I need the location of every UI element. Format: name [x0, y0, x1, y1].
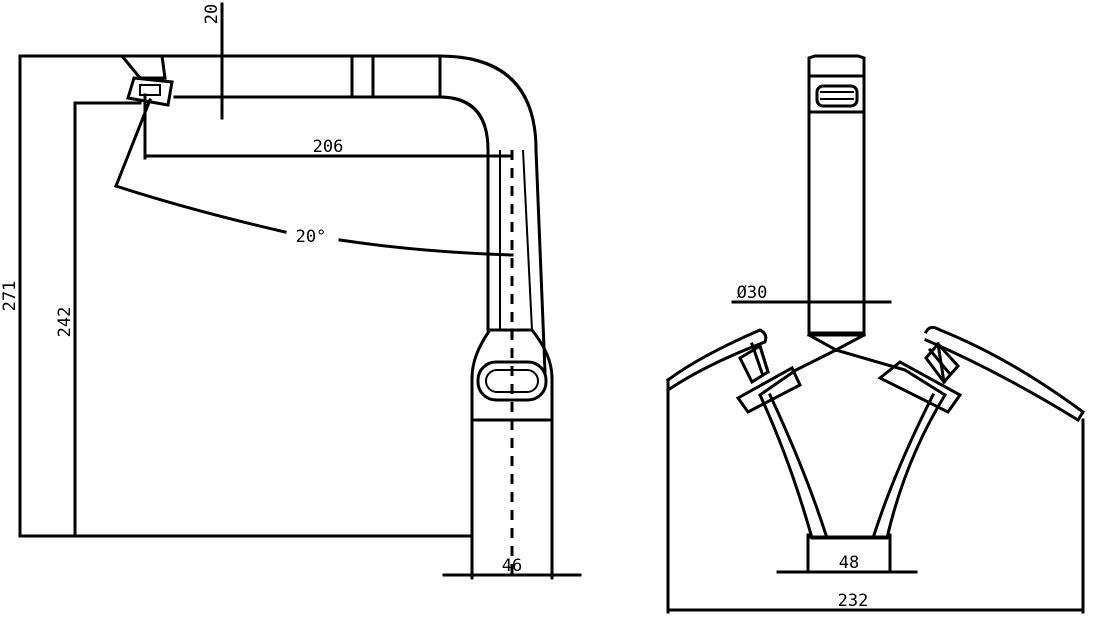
front-body: 48	[758, 332, 948, 574]
spout-thickness-dimension: 20	[202, 2, 224, 120]
spout-diameter-label: Ø30	[737, 283, 768, 303]
overall-width-label: 232	[838, 591, 869, 611]
side-aerator	[118, 54, 174, 107]
spout-diameter-dimension: Ø30	[731, 283, 892, 304]
overall-width-dimension: 232	[666, 378, 1085, 614]
swivel-angle-dimension: 20°	[114, 98, 514, 257]
front-view: 232 Ø30 48	[665, 54, 1086, 614]
front-base-width-label: 48	[839, 553, 859, 573]
side-view: 271 242 20	[0, 2, 582, 580]
front-spout	[807, 54, 866, 337]
spout-thickness-label: 20	[202, 4, 222, 24]
spout-height-dimension: 242	[55, 101, 142, 538]
right-handle	[877, 325, 1086, 423]
spout-height-label: 242	[55, 307, 75, 338]
side-spout	[160, 54, 547, 374]
reach-dimension: 206	[143, 93, 514, 160]
swivel-angle-label: 20°	[296, 227, 327, 247]
total-height-dimension: 271	[0, 54, 474, 538]
side-base-width-label: 46	[502, 556, 522, 576]
left-handle	[665, 328, 802, 414]
side-base: 46	[442, 328, 582, 580]
total-height-label: 271	[0, 281, 20, 312]
reach-label: 206	[313, 137, 344, 157]
